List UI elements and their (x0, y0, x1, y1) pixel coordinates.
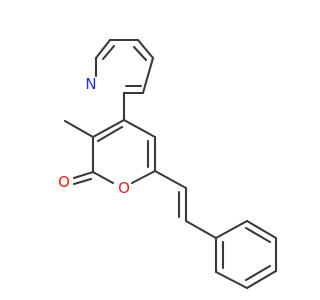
phenyl-bond (214, 219, 249, 240)
pyridine-bond (94, 38, 112, 60)
phenyl-bond (244, 264, 272, 282)
bond-lines (63, 38, 278, 290)
pyranone-bond (91, 170, 115, 185)
phenyl-bond (245, 269, 278, 290)
molecule-structure-diagram: N O O (58, 38, 278, 290)
pyranone-bond (122, 118, 157, 139)
methyl-bond (63, 119, 95, 139)
styryl-bond (153, 169, 188, 190)
styryl-bond (184, 219, 218, 240)
pyridine-bond (101, 44, 116, 61)
phenyl-bond (244, 226, 272, 244)
pyranone-bond (91, 118, 126, 139)
pyranone-bond (96, 125, 124, 143)
carbonyl-bond (72, 170, 95, 180)
phenyl-bond (214, 270, 249, 290)
carbonyl-bond (72, 177, 93, 186)
pyridine-bond (136, 38, 155, 60)
atom-labels: N O O (58, 75, 130, 197)
pyridine-nitrogen-label: N (85, 75, 96, 93)
pyridine-bond (141, 56, 155, 95)
pyridine-bond (132, 45, 148, 62)
ring-oxygen-label: O (118, 179, 130, 197)
pyranone-bond (130, 169, 157, 185)
phenyl-bond (245, 219, 278, 240)
carbonyl-oxygen-label: O (58, 173, 70, 191)
